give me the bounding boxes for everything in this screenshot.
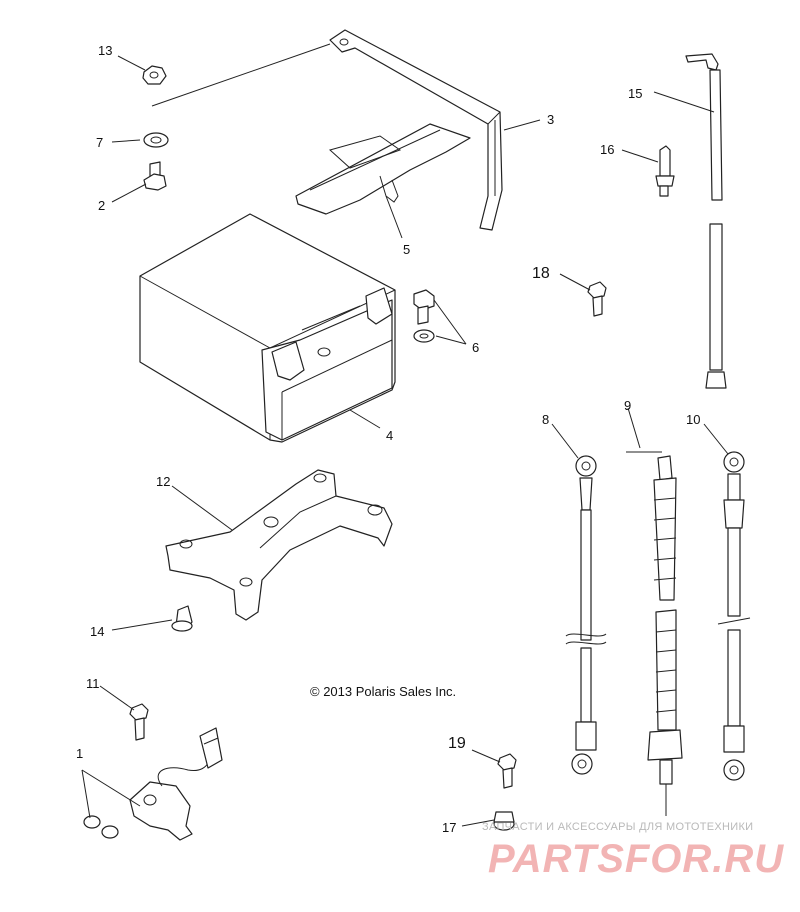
part-15-cable	[685, 53, 727, 389]
part-9-wire-conduit	[626, 451, 683, 816]
leader-lines	[81, 43, 729, 827]
callout-11: 11	[86, 676, 100, 691]
callout-19: 19	[448, 735, 466, 752]
part-18-bolt	[587, 281, 607, 317]
callout-10: 10	[686, 412, 700, 427]
part-11-bolt	[129, 703, 149, 741]
copyright-text: © 2013 Polaris Sales Inc.	[310, 684, 456, 699]
callout-14: 14	[90, 624, 104, 639]
part-4-battery	[139, 213, 396, 443]
callout-3: 3	[547, 112, 554, 127]
part-12-battery-tray	[165, 469, 393, 621]
callout-12: 12	[156, 474, 170, 489]
part-7-washer	[143, 132, 169, 148]
callout-5: 5	[403, 242, 410, 257]
callout-17: 17	[442, 820, 456, 835]
watermark-tagline: ЗАПЧАСТИ И АКСЕССУАРЫ ДЛЯ МОТОТЕХНИКИ	[482, 821, 753, 833]
callout-4: 4	[386, 428, 393, 443]
part-19-bolt	[497, 753, 517, 789]
part-2-bolt	[143, 161, 167, 191]
part-13-nut	[142, 65, 167, 85]
part-3-hold-down-strap	[329, 29, 503, 231]
callout-7: 7	[96, 135, 103, 150]
callout-8: 8	[542, 412, 549, 427]
part-14-push-rivet	[171, 605, 193, 632]
part-6-bolt-washer	[413, 289, 435, 343]
part-1-solenoid	[83, 727, 223, 841]
part-10-cable	[717, 451, 751, 781]
callout-9: 9	[624, 398, 631, 413]
part-8-cable	[565, 455, 607, 775]
part-17-nut	[493, 811, 515, 831]
watermark-logo: PARTSFOR.RU	[488, 837, 784, 881]
callouts: 13 7 2 3 5 4 6 12 14 11 1 15 16 18 8 9 1…	[76, 43, 700, 835]
callout-2: 2	[98, 198, 105, 213]
part-16-terminal-bolt	[655, 145, 675, 197]
part-5-top-bracket	[295, 123, 471, 215]
callout-6: 6	[472, 340, 479, 355]
callout-1: 1	[76, 746, 83, 761]
callout-15: 15	[628, 86, 642, 101]
watermark: ЗАПЧАСТИ И АКСЕССУАРЫ ДЛЯ МОТОТЕХНИКИ PA…	[482, 821, 784, 881]
callout-16: 16	[600, 142, 614, 157]
callout-13: 13	[98, 43, 112, 58]
callout-18: 18	[532, 265, 550, 282]
